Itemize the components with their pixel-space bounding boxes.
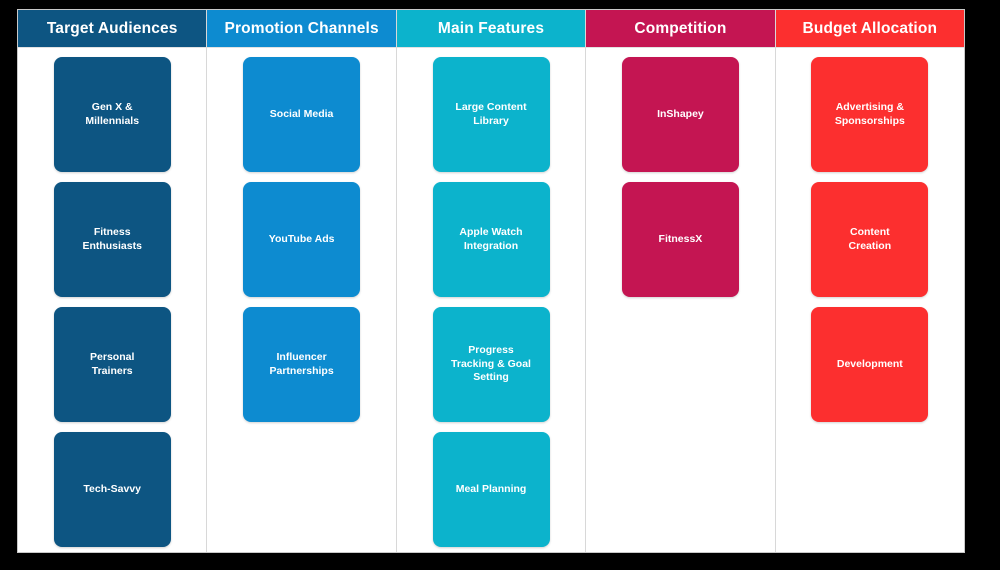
card-label: Large Content Library bbox=[455, 100, 527, 127]
card[interactable]: Influencer Partnerships bbox=[243, 307, 361, 422]
card[interactable]: Apple Watch Integration bbox=[432, 182, 550, 297]
card[interactable]: Meal Planning bbox=[432, 432, 550, 547]
card-label: Personal Trainers bbox=[90, 350, 135, 377]
column-header-competition[interactable]: Competition bbox=[586, 10, 775, 48]
card-label: Advertising & Sponsorships bbox=[834, 100, 905, 127]
card[interactable]: Fitness Enthusiasts bbox=[53, 182, 171, 297]
card[interactable]: Advertising & Sponsorships bbox=[811, 57, 929, 172]
card[interactable]: Personal Trainers bbox=[53, 307, 171, 422]
card-label: Development bbox=[836, 357, 903, 370]
card-label: Gen X & Millennials bbox=[85, 100, 140, 127]
card[interactable]: FitnessX bbox=[621, 182, 739, 297]
card[interactable]: Progress Tracking & Goal Setting bbox=[432, 307, 550, 422]
card-label: InShapey bbox=[657, 107, 704, 120]
card[interactable]: YouTube Ads bbox=[243, 182, 361, 297]
card-label: Fitness Enthusiasts bbox=[82, 225, 142, 252]
card[interactable]: Social Media bbox=[243, 57, 361, 172]
card-label: Apple Watch Integration bbox=[459, 225, 523, 252]
card[interactable]: Large Content Library bbox=[432, 57, 550, 172]
column-header-main-features[interactable]: Main Features bbox=[396, 10, 586, 48]
card-label: Progress Tracking & Goal Setting bbox=[451, 343, 531, 384]
card[interactable]: Content Creation bbox=[811, 182, 929, 297]
card[interactable]: InShapey bbox=[621, 57, 739, 172]
column-header-promotion-channels[interactable]: Promotion Channels bbox=[207, 10, 396, 48]
column-header-target-audiences[interactable]: Target Audiences bbox=[18, 10, 207, 48]
card-label: Social Media bbox=[269, 107, 334, 120]
card[interactable]: Development bbox=[811, 307, 929, 422]
card-label: Content Creation bbox=[848, 225, 892, 252]
column-header-budget-allocation[interactable]: Budget Allocation bbox=[775, 10, 965, 48]
card-label: YouTube Ads bbox=[268, 232, 335, 245]
card-label: FitnessX bbox=[658, 232, 703, 245]
card-label: Influencer Partnerships bbox=[269, 350, 334, 377]
card[interactable]: Gen X & Millennials bbox=[53, 57, 171, 172]
card[interactable]: Tech-Savvy bbox=[53, 432, 171, 547]
card-label: Meal Planning bbox=[455, 482, 527, 495]
card-label: Tech-Savvy bbox=[83, 482, 141, 495]
